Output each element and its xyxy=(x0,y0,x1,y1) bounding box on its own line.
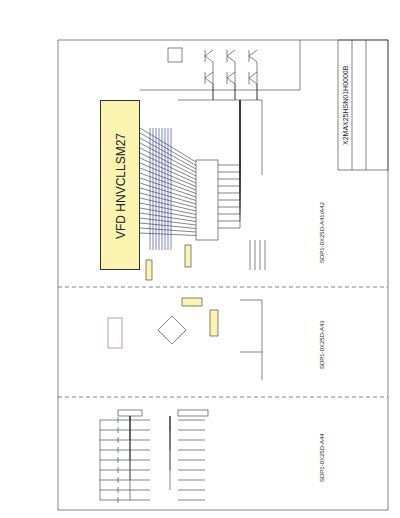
wire xyxy=(171,128,172,250)
wire xyxy=(150,128,151,250)
wire xyxy=(213,62,214,100)
wire xyxy=(118,497,119,503)
wire xyxy=(260,240,261,270)
wire xyxy=(153,128,154,250)
wire xyxy=(118,487,119,493)
wire xyxy=(118,437,119,443)
section-divider xyxy=(58,287,388,288)
wire xyxy=(178,440,205,441)
wire xyxy=(205,72,213,78)
wire xyxy=(100,430,150,431)
wire xyxy=(118,427,119,433)
wire xyxy=(227,72,235,78)
wire xyxy=(240,100,241,228)
wire xyxy=(227,50,235,56)
wire xyxy=(213,84,214,100)
drawing-number: X2MAX25HSN01H0000B xyxy=(342,65,349,144)
wire xyxy=(118,417,119,423)
wire xyxy=(100,480,150,481)
sensor-symbol xyxy=(108,318,122,348)
regulator-symbol xyxy=(168,48,182,62)
connector-symbol xyxy=(210,310,218,336)
wire xyxy=(156,128,157,250)
wire xyxy=(218,179,240,180)
wire xyxy=(250,240,251,270)
wire xyxy=(100,420,101,500)
wire xyxy=(218,172,240,173)
wire xyxy=(178,450,205,451)
wire xyxy=(255,240,256,270)
wire xyxy=(218,214,240,215)
wire xyxy=(227,78,235,84)
wire xyxy=(240,300,262,352)
wire xyxy=(178,100,262,175)
wire xyxy=(100,500,150,501)
section-label: SDP1-0X25D-A44 xyxy=(319,434,325,483)
wire xyxy=(100,440,150,441)
wire xyxy=(178,500,205,501)
sheet-frame xyxy=(58,40,388,510)
wire xyxy=(235,62,236,100)
wire xyxy=(130,416,131,500)
wire xyxy=(218,165,240,166)
wire xyxy=(178,480,205,481)
wire xyxy=(218,207,240,208)
wire xyxy=(165,128,166,250)
wire xyxy=(100,420,150,421)
wire xyxy=(178,430,205,431)
wire xyxy=(118,477,119,483)
wire xyxy=(257,62,258,100)
wire xyxy=(265,240,266,270)
wire xyxy=(178,460,205,461)
wire xyxy=(118,447,119,453)
wire xyxy=(159,128,160,250)
wire xyxy=(249,78,257,84)
wire xyxy=(140,40,300,90)
connector-symbol xyxy=(182,298,202,306)
connector-symbol xyxy=(118,410,142,416)
wire xyxy=(100,460,150,461)
wire xyxy=(162,128,163,250)
section-label: SDP1-0X25D-A43 xyxy=(319,321,325,370)
section-label: SDP1-0X25D-A41/A42 xyxy=(319,201,325,262)
wire xyxy=(178,490,205,491)
wire xyxy=(118,467,119,473)
wire xyxy=(100,450,150,451)
connector-symbol xyxy=(185,245,191,267)
display-label: VFD HNVCLLSM27 xyxy=(114,133,128,239)
wire xyxy=(205,78,213,84)
title-block xyxy=(338,40,388,170)
connector-symbol xyxy=(178,410,208,416)
connector-symbol xyxy=(146,260,152,280)
wire xyxy=(218,193,240,194)
wire xyxy=(170,416,171,490)
wire xyxy=(249,50,257,56)
section-divider xyxy=(58,397,388,398)
ic-symbol xyxy=(196,160,218,240)
wire xyxy=(205,50,213,56)
bridge-rectifier xyxy=(158,316,186,344)
wire xyxy=(249,56,257,62)
wire xyxy=(178,420,205,421)
wire xyxy=(249,72,257,78)
wire xyxy=(218,200,240,201)
wire xyxy=(218,228,240,229)
wire xyxy=(100,470,150,471)
wire xyxy=(118,457,119,463)
vfd-display: VFD HNVCLLSM27 xyxy=(100,100,140,270)
wire xyxy=(218,186,240,187)
wire xyxy=(235,84,236,100)
wire xyxy=(100,490,150,491)
wiring xyxy=(100,50,265,503)
wire xyxy=(257,84,258,100)
wire xyxy=(178,470,205,471)
wire xyxy=(205,56,213,62)
wire xyxy=(218,221,240,222)
wire xyxy=(168,128,169,250)
wire xyxy=(227,56,235,62)
